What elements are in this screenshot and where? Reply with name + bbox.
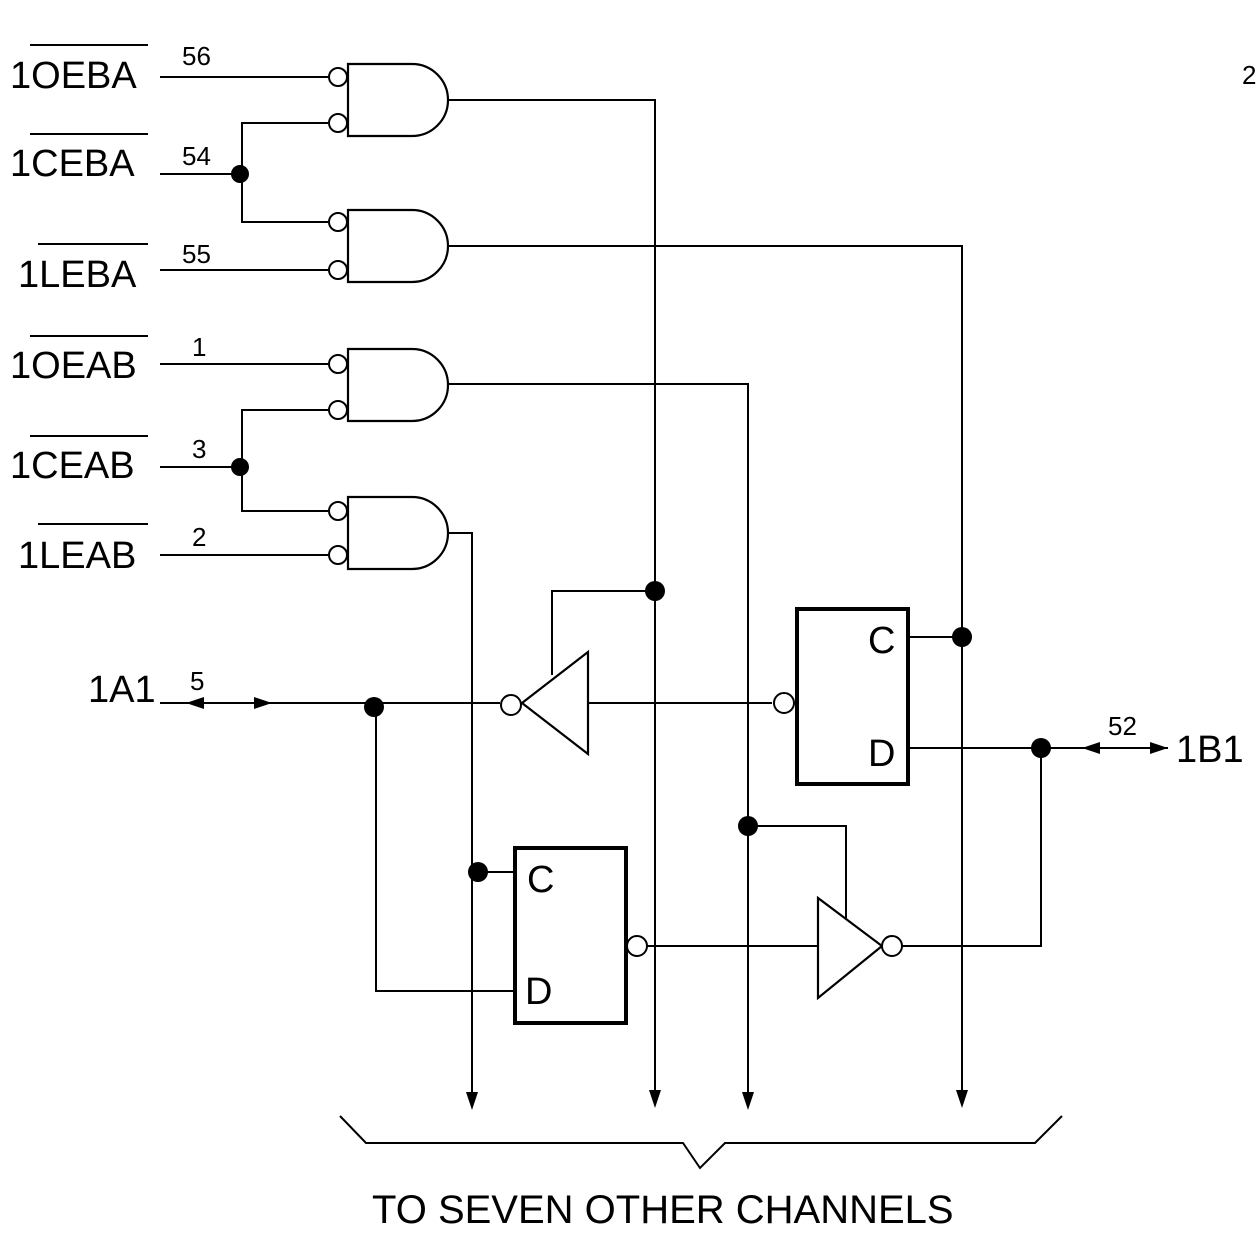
b1-arrow-left-icon <box>1082 742 1100 754</box>
label-1oeba: 1OEBA <box>10 55 137 97</box>
pin-2: 2 <box>192 522 206 552</box>
a1-arrow-left-icon <box>186 697 204 709</box>
junction-oeba-enable <box>645 581 665 601</box>
pin-56: 56 <box>182 41 211 71</box>
latch-lower-d: D <box>525 971 552 1013</box>
pin-52: 52 <box>1108 711 1137 741</box>
label-1b1: 1B1 <box>1176 729 1244 771</box>
arrow-down-3 <box>742 1092 754 1110</box>
buffer-b-to-a <box>500 649 590 757</box>
junction-leba-clock <box>952 627 972 647</box>
and-gate-leba <box>328 208 450 284</box>
junction-a1 <box>364 697 384 717</box>
b1-arrow-right-icon <box>1150 742 1168 754</box>
and-gate-oeba <box>328 62 450 138</box>
pin-54: 54 <box>182 141 211 171</box>
pin-1: 1 <box>192 332 206 362</box>
arrow-down-2 <box>649 1090 661 1108</box>
pin-3: 3 <box>192 434 206 464</box>
junction-oeab-enable <box>738 816 758 836</box>
arrow-down-4 <box>956 1090 968 1108</box>
label-1a1: 1A1 <box>88 669 156 711</box>
junction-leab-clock <box>468 862 488 882</box>
edge-fragment: 2 <box>1242 60 1256 90</box>
latch-upper-c: C <box>868 620 895 662</box>
footer-caption: TO SEVEN OTHER CHANNELS <box>372 1188 954 1232</box>
latch-upper-d: D <box>868 733 895 775</box>
a1-arrow-right-icon <box>254 697 272 709</box>
brace <box>339 1115 1063 1170</box>
latch-upper: C D <box>773 607 910 786</box>
label-1leba: 1LEBA <box>18 254 137 296</box>
buffer-a-to-b <box>816 895 903 1001</box>
arrow-down-1 <box>466 1092 478 1110</box>
label-1oeab: 1OEAB <box>10 345 137 387</box>
pin-55: 55 <box>182 239 211 269</box>
latch-lower: C D <box>513 846 648 1025</box>
label-1leab: 1LEAB <box>18 535 136 577</box>
latch-lower-c: C <box>527 859 554 901</box>
and-gate-oeab <box>328 347 450 423</box>
and-gate-leab <box>328 495 450 571</box>
label-1ceab: 1CEAB <box>10 445 135 487</box>
junction-ceba <box>231 165 249 183</box>
pin-5: 5 <box>190 666 204 696</box>
label-1ceba: 1CEBA <box>10 143 135 185</box>
junction-ceab <box>231 458 249 476</box>
